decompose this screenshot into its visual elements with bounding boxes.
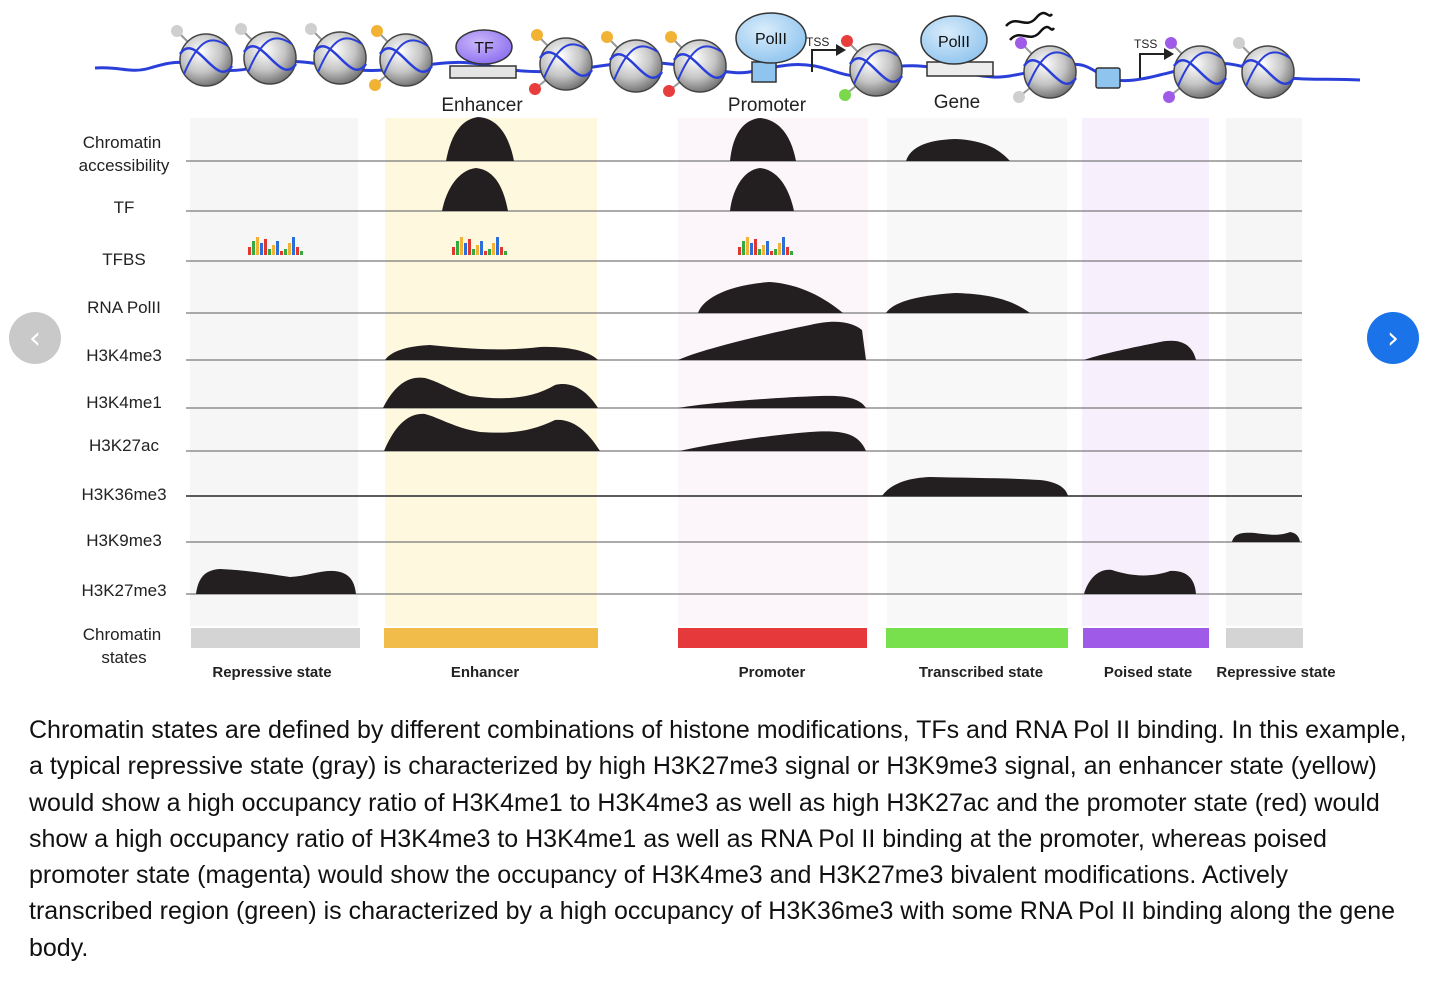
state-backgrounds — [190, 118, 1302, 626]
figure-caption: Chromatin states are defined by differen… — [29, 716, 1407, 962]
signal-peaks — [196, 117, 1300, 594]
peak-h3k36me3-gene — [882, 477, 1068, 496]
nucleosome — [1163, 37, 1228, 103]
region-label-gene: Gene — [934, 92, 980, 113]
state-label-repressive-1: Repressive state — [212, 664, 331, 681]
nucleosome — [305, 23, 368, 85]
peak-h3k27ac-promoter — [680, 431, 866, 451]
nucleosome — [171, 25, 234, 87]
state-bar-poised — [1083, 628, 1209, 648]
tfbs-motif-logos — [248, 237, 793, 255]
bg-repressive-2 — [1226, 118, 1302, 626]
track-label-chromatin-accessibility-1: Chromatin — [83, 133, 161, 152]
tfbs-motif-logo — [452, 237, 507, 255]
peak-polii-promoter — [698, 282, 843, 313]
polii-gene: PolII — [920, 15, 994, 77]
nucleosome — [663, 31, 728, 97]
track-label-rna-polii: RNA PolII — [87, 298, 161, 317]
track-label-h3k27ac: H3K27ac — [89, 436, 159, 455]
track-label-h3k27me3: H3K27me3 — [81, 581, 166, 600]
state-bar-transcribed — [886, 628, 1068, 648]
polii-promoter: PolII — [735, 12, 807, 83]
rna-transcript-icon — [1005, 11, 1056, 41]
chevron-right-icon: › — [1387, 320, 1399, 356]
track-label-h3k36me3: H3K36me3 — [81, 485, 166, 504]
peak-tf-promoter — [730, 168, 794, 211]
chromatin-states-diagram: TF PolII TSS PolII TS — [79, 11, 1361, 681]
state-label-enhancer: Enhancer — [451, 664, 520, 681]
bg-repressive-1 — [190, 118, 358, 626]
peak-h3k4me3-promoter — [678, 321, 866, 360]
tss-label-2: TSS — [1134, 37, 1157, 51]
nucleosome — [1013, 37, 1078, 103]
peak-h3k27me3-repressive-1 — [196, 569, 356, 594]
track-label-tf: TF — [114, 198, 135, 217]
peak-polii-gene — [886, 293, 1030, 313]
polii-promoter-label: PolII — [755, 31, 787, 48]
nucleosome — [601, 31, 664, 93]
tf-protein-label: TF — [474, 40, 494, 57]
state-label-poised: Poised state — [1104, 664, 1192, 681]
track-label-h3k4me3: H3K4me3 — [86, 346, 162, 365]
state-bar-enhancer — [384, 628, 598, 648]
peak-accessibility-enhancer — [446, 117, 514, 161]
chromatin-fiber: TF PolII TSS PolII TS — [94, 11, 1361, 103]
track-labels: Chromatin accessibility TF TFBS RNA PolI… — [79, 133, 170, 667]
tss-arrow-2: TSS — [1134, 37, 1174, 78]
state-label-promoter: Promoter — [739, 664, 806, 681]
track-label-h3k9me3: H3K9me3 — [86, 531, 162, 550]
track-label-chromatin-states-2: states — [101, 648, 146, 667]
tss-label-1: TSS — [806, 35, 829, 49]
nucleosome — [529, 29, 594, 95]
chevron-left-icon: ‹ — [29, 320, 41, 356]
state-label-repressive-2: Repressive state — [1216, 664, 1335, 681]
chromatin-state-bars: Repressive state Enhancer Promoter Trans… — [191, 628, 1336, 681]
next-slide-button[interactable]: › — [1367, 312, 1419, 364]
nucleosome — [839, 35, 904, 101]
peak-h3k4me3-enhancer — [385, 345, 598, 360]
peak-tf-enhancer — [442, 168, 508, 211]
tf-protein: TF — [449, 29, 517, 79]
peak-accessibility-gene — [906, 139, 1010, 161]
bg-poised — [1082, 118, 1209, 626]
state-bar-repressive-1 — [191, 628, 360, 648]
nucleosome — [369, 25, 434, 91]
peak-h3k4me1-promoter — [678, 395, 866, 408]
peak-h3k4me1-enhancer — [383, 377, 598, 408]
peak-h3k4me3-poised — [1084, 340, 1196, 360]
tss-arrow-1: TSS — [806, 35, 846, 72]
track-label-tfbs: TFBS — [102, 250, 145, 269]
tfbs-motif-logo — [248, 237, 303, 255]
peak-h3k9me3-repressive-2 — [1232, 532, 1300, 542]
poised-polii-box — [1095, 67, 1121, 89]
peak-h3k27ac-enhancer — [384, 413, 600, 451]
peak-accessibility-promoter — [730, 118, 796, 161]
track-label-chromatin-accessibility-2: accessibility — [79, 156, 170, 175]
previous-slide-button[interactable]: ‹ — [9, 312, 61, 364]
tfbs-motif-logo — [738, 237, 793, 255]
track-label-h3k4me1: H3K4me1 — [86, 393, 162, 412]
nucleosome — [1233, 37, 1296, 99]
peak-h3k27me3-poised — [1084, 569, 1196, 594]
polii-gene-label: PolII — [938, 34, 970, 51]
bg-transcribed — [887, 118, 1067, 626]
nucleosome — [235, 23, 298, 85]
state-bar-repressive-2 — [1226, 628, 1303, 648]
region-label-enhancer: Enhancer — [441, 95, 523, 116]
region-label-promoter: Promoter — [728, 95, 807, 116]
state-label-transcribed: Transcribed state — [919, 664, 1043, 681]
track-label-chromatin-states-1: Chromatin — [83, 625, 161, 644]
state-bar-promoter — [678, 628, 867, 648]
